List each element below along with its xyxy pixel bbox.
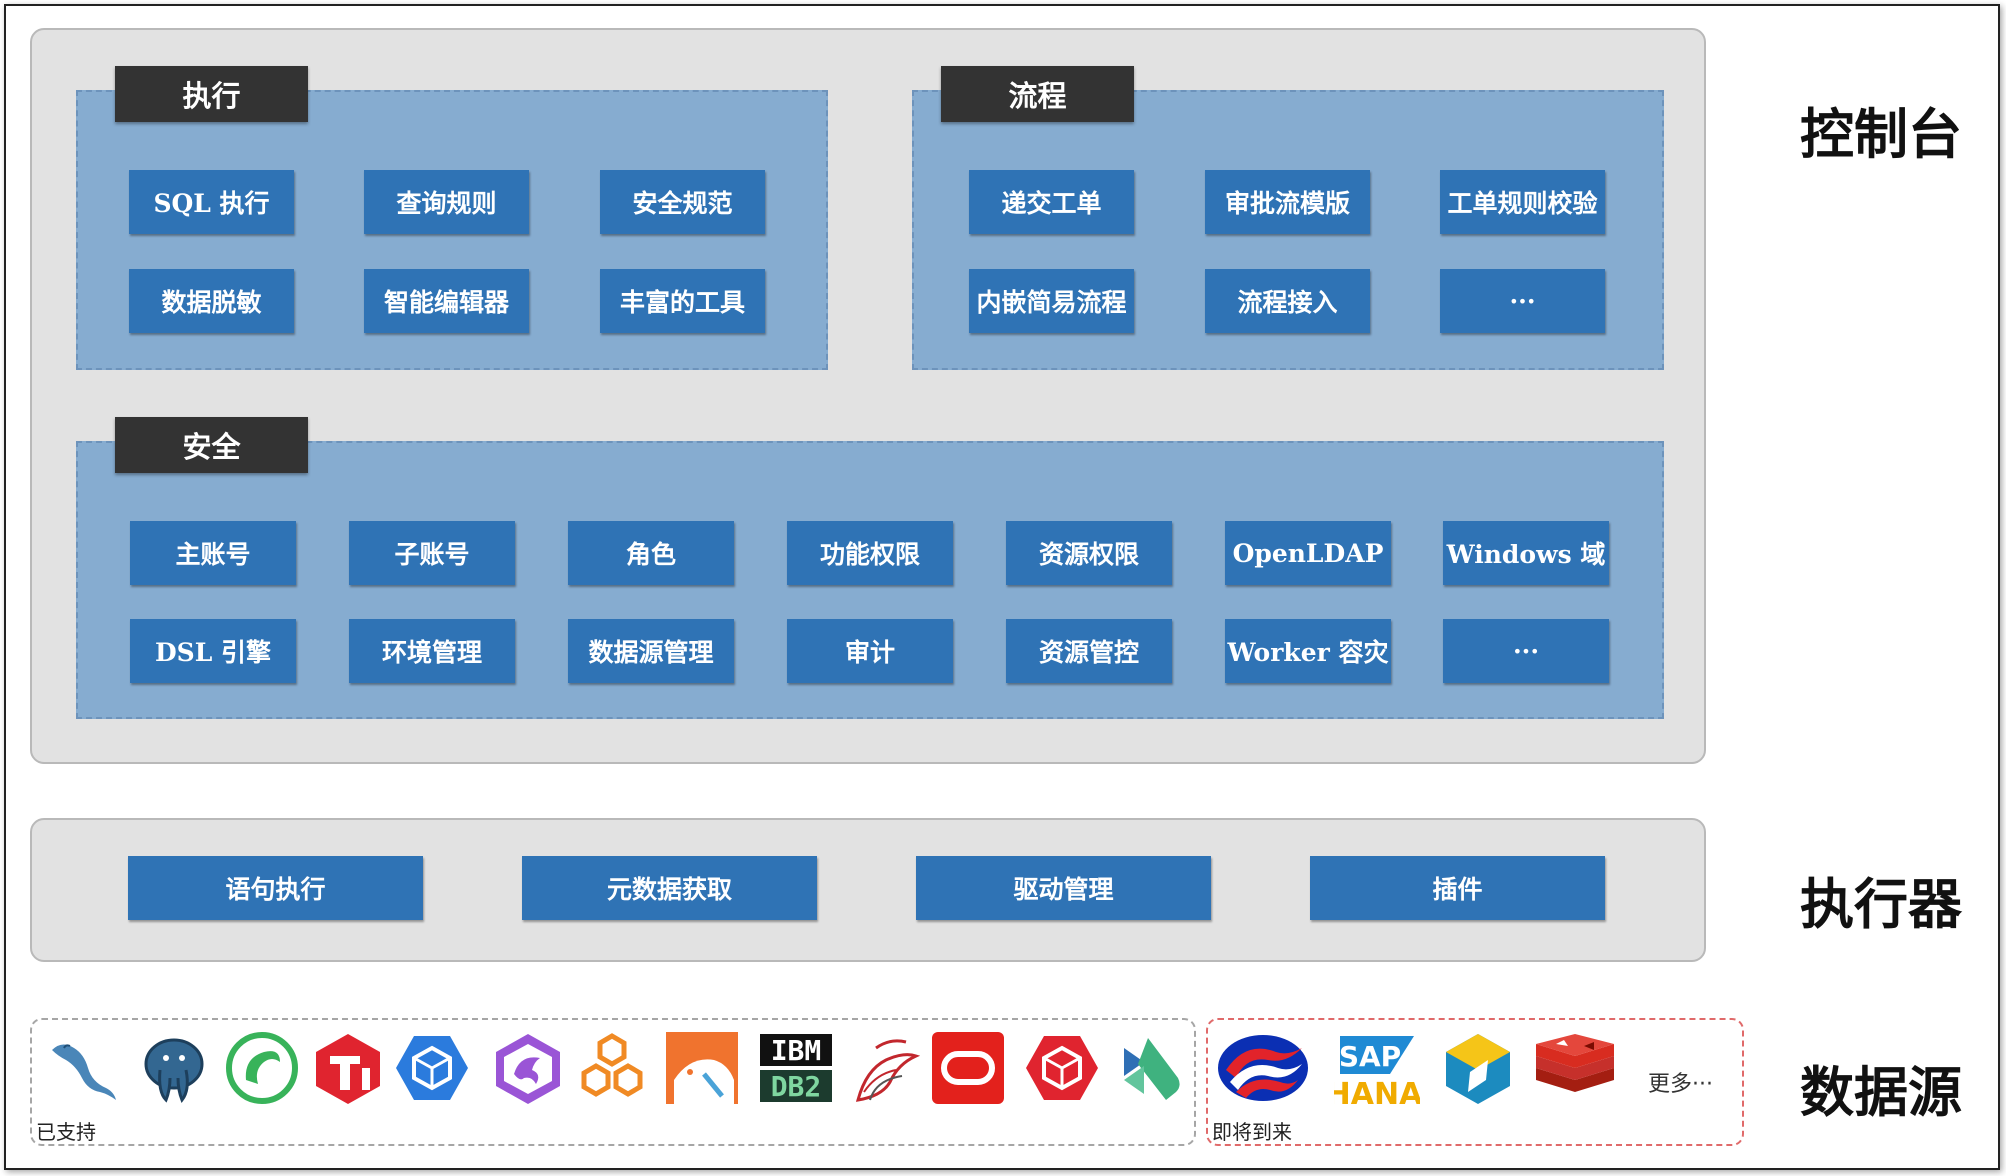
polardb-logo [394,1030,470,1106]
security-item[interactable]: 资源权限 [1006,521,1172,585]
security-item[interactable]: DSL 引擎 [130,619,296,683]
security-item[interactable]: 数据源管理 [568,619,734,683]
svg-text:HANA: HANA [1334,1077,1420,1106]
oceanbase-logo [224,1030,300,1106]
console-label: 控制台 [1800,103,1962,166]
tidb-logo [310,1030,386,1106]
security-item[interactable]: Worker 容灾 [1225,619,1391,683]
security-item[interactable]: 主账号 [130,521,296,585]
clickhouse-logo [664,1030,740,1106]
security-item[interactable]: 角色 [568,521,734,585]
flow-title: 流程 [941,66,1134,122]
flow-item[interactable]: 递交工单 [969,170,1134,234]
more-sources-text: 更多··· [1648,1072,1713,1097]
datasource-label: 数据源 [1800,1061,1962,1124]
svg-text:IBM: IBM [771,1034,822,1067]
security-item[interactable]: OpenLDAP [1225,521,1391,585]
oracle-logo [930,1030,1006,1106]
flow-item[interactable]: 流程接入 [1205,269,1370,333]
security-item[interactable]: Windows 域 [1443,521,1609,585]
sql-server-logo [846,1030,922,1106]
flow-item[interactable]: 工单规则校验 [1440,170,1605,234]
execute-item[interactable]: 智能编辑器 [364,269,529,333]
analyticdb-logo [1114,1030,1190,1106]
hologres-logo [574,1030,650,1106]
flow-item[interactable]: ··· [1440,269,1605,333]
flow-item[interactable]: 内嵌简易流程 [969,269,1134,333]
cube-db-logo [1024,1030,1100,1106]
executor-item[interactable]: 元数据获取 [522,856,817,920]
redis-logo [1532,1030,1618,1106]
security-title: 安全 [115,417,308,473]
executor-item[interactable]: 驱动管理 [916,856,1211,920]
security-item[interactable]: ··· [1443,619,1609,683]
wave-db-logo [1216,1030,1310,1106]
security-item[interactable]: 子账号 [349,521,515,585]
execute-item[interactable]: 查询规则 [364,170,529,234]
execute-item[interactable]: SQL 执行 [129,170,294,234]
execute-item[interactable]: 安全规范 [600,170,765,234]
security-item[interactable]: 环境管理 [349,619,515,683]
executor-item[interactable]: 语句执行 [128,856,423,920]
supported-caption: 已支持 [36,1120,96,1144]
svg-text:SAP: SAP [1339,1040,1401,1073]
cube-s-logo [1440,1030,1516,1106]
svg-text:DB2: DB2 [771,1070,822,1103]
security-item[interactable]: 审计 [787,619,953,683]
upcoming-caption: 即将到来 [1212,1120,1292,1144]
postgresql-logo [136,1030,212,1106]
dolphin-logo [490,1030,566,1106]
security-item[interactable]: 资源管控 [1006,619,1172,683]
security-item[interactable]: 功能权限 [787,521,953,585]
execute-item[interactable]: 丰富的工具 [600,269,765,333]
execute-item[interactable]: 数据脱敏 [129,269,294,333]
sap-hana-logo: SAP HANA [1334,1030,1420,1106]
execute-title: 执行 [115,66,308,122]
diagram-frame [4,4,2000,1170]
executor-label: 执行器 [1800,873,1962,936]
executor-item[interactable]: 插件 [1310,856,1605,920]
flow-item[interactable]: 审批流模版 [1205,170,1370,234]
mysql-logo [44,1030,120,1106]
